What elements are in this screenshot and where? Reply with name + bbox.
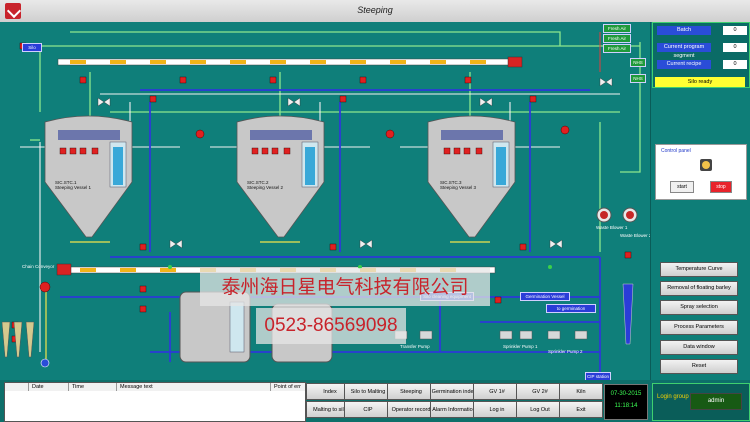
col-header-blank [5,383,29,391]
silo-inlet-tag: Silo [22,43,42,52]
chain-conveyor-label: Chain Conveyor [22,264,55,269]
nav-gv1-button[interactable]: GV 1# [473,383,521,400]
stop-button[interactable]: stop [710,181,732,193]
mode-switch-icon[interactable] [700,159,712,171]
col-header-time[interactable]: Time [69,383,117,391]
spray-selection-button[interactable]: Spray selection [660,300,738,315]
login-group-label: Login group [657,394,689,400]
phone-watermark: 0523-86569098 [256,308,406,344]
col-header-date[interactable]: Date [29,383,69,391]
process-schematic [1,31,641,372]
message-list[interactable]: Date Time Message text Point of err [4,382,306,422]
removal-floating-barley-button[interactable]: Removal of floating barley [660,281,738,296]
transfer-pump-label: Transfer Pump [400,344,430,349]
to-germination-label: to germination [546,304,596,313]
germination-vessel-label: Germination Vessel [520,292,570,301]
col-header-point-of-error[interactable]: Point of err [271,383,305,391]
nav-silo-to-malting-button[interactable]: Silo to Malting [344,383,392,400]
recipe-label: Current recipe [657,60,711,69]
temperature-curve-button[interactable]: Temperature Curve [660,262,738,277]
vessel-1-label[interactable]: Steeping Vessel 1 [55,185,92,190]
process-parameters-button[interactable]: Process Parameters [660,320,738,335]
recipe-value: 0 [723,60,747,69]
nav-malting-to-silo-button[interactable]: Malting to silo [306,401,354,418]
title-bar: Steeping [0,0,750,23]
clock-display: 07-30-2015 11:18:14 [604,384,648,420]
fan-2-label: Waste Blower 2 [620,233,652,238]
vessel-3-id: SIC.STC.3 [440,180,462,185]
clock-date: 07-30-2015 [610,391,642,397]
logged-in-user: admin [690,393,742,410]
reset-button[interactable]: Reset [660,359,738,374]
nav-operator-record-button[interactable]: Operator record [387,401,435,418]
steeping-vessel-3 [427,115,516,238]
silo-status-bar: Silo ready [655,77,745,87]
nav-germination-index-button[interactable]: Germination index [430,383,478,400]
col-header-message[interactable]: Message text [117,383,271,391]
nav-logout-button[interactable]: Log Out [516,401,564,418]
steeping-vessel-1 [44,115,133,238]
nav-cip-button[interactable]: CIP [344,401,392,418]
pump-1-label: Sprinkler Pump 1 [503,344,538,349]
program-segment-value: 0 [723,43,747,52]
control-panel: Control panel start stop [655,144,747,200]
nav-steeping-button[interactable]: Steeping [387,383,435,400]
nhs-tag-2: NHS [630,74,646,83]
nav-exit-button[interactable]: Exit [559,401,603,418]
login-group-panel: Login group admin [652,383,750,421]
nav-login-button[interactable]: Log in [473,401,521,418]
batch-value: 0 [723,26,747,35]
fresh-air-tag-2: Fresh Air [603,34,631,43]
program-segment-label: Current program segment [657,43,711,59]
vessel-1-id: SIC.STC.1 [55,180,77,185]
nav-kiln-button[interactable]: Kiln [559,383,603,400]
steeping-vessel-2 [236,115,325,238]
vessel-3-label[interactable]: Steeping Vessel 3 [440,185,477,190]
process-diagram: Silo Fresh Air Fresh Air Fresh Air NHS N… [0,22,652,381]
start-button[interactable]: start [670,181,694,193]
fresh-air-tag-1: Fresh Air [603,24,631,33]
vessel-2-label[interactable]: Steeping Vessel 2 [247,185,284,190]
nhs-tag-1: NHS [630,58,646,67]
control-panel-title: Control panel [661,148,691,154]
vessel-2-id: SIC.STC.2 [247,180,269,185]
nav-index-button[interactable]: Index [306,383,354,400]
data-window-button[interactable]: Data window [660,340,738,355]
clock-time: 11:18:14 [614,403,638,409]
company-watermark: 泰州海日星电气科技有限公司 [200,268,490,306]
batch-label: Batch [657,26,711,35]
nav-gv2-button[interactable]: GV 2# [516,383,564,400]
window-title: Steeping [357,5,393,15]
pump-2-label: Sprinkler Pump 2 [548,349,583,354]
fan-1-label: Waste Blower 1 [596,225,628,230]
app-logo-icon [5,3,21,19]
nav-alarm-information-button[interactable]: Alarm Information [430,401,478,418]
fresh-air-tag-3: Fresh Air [603,44,631,53]
